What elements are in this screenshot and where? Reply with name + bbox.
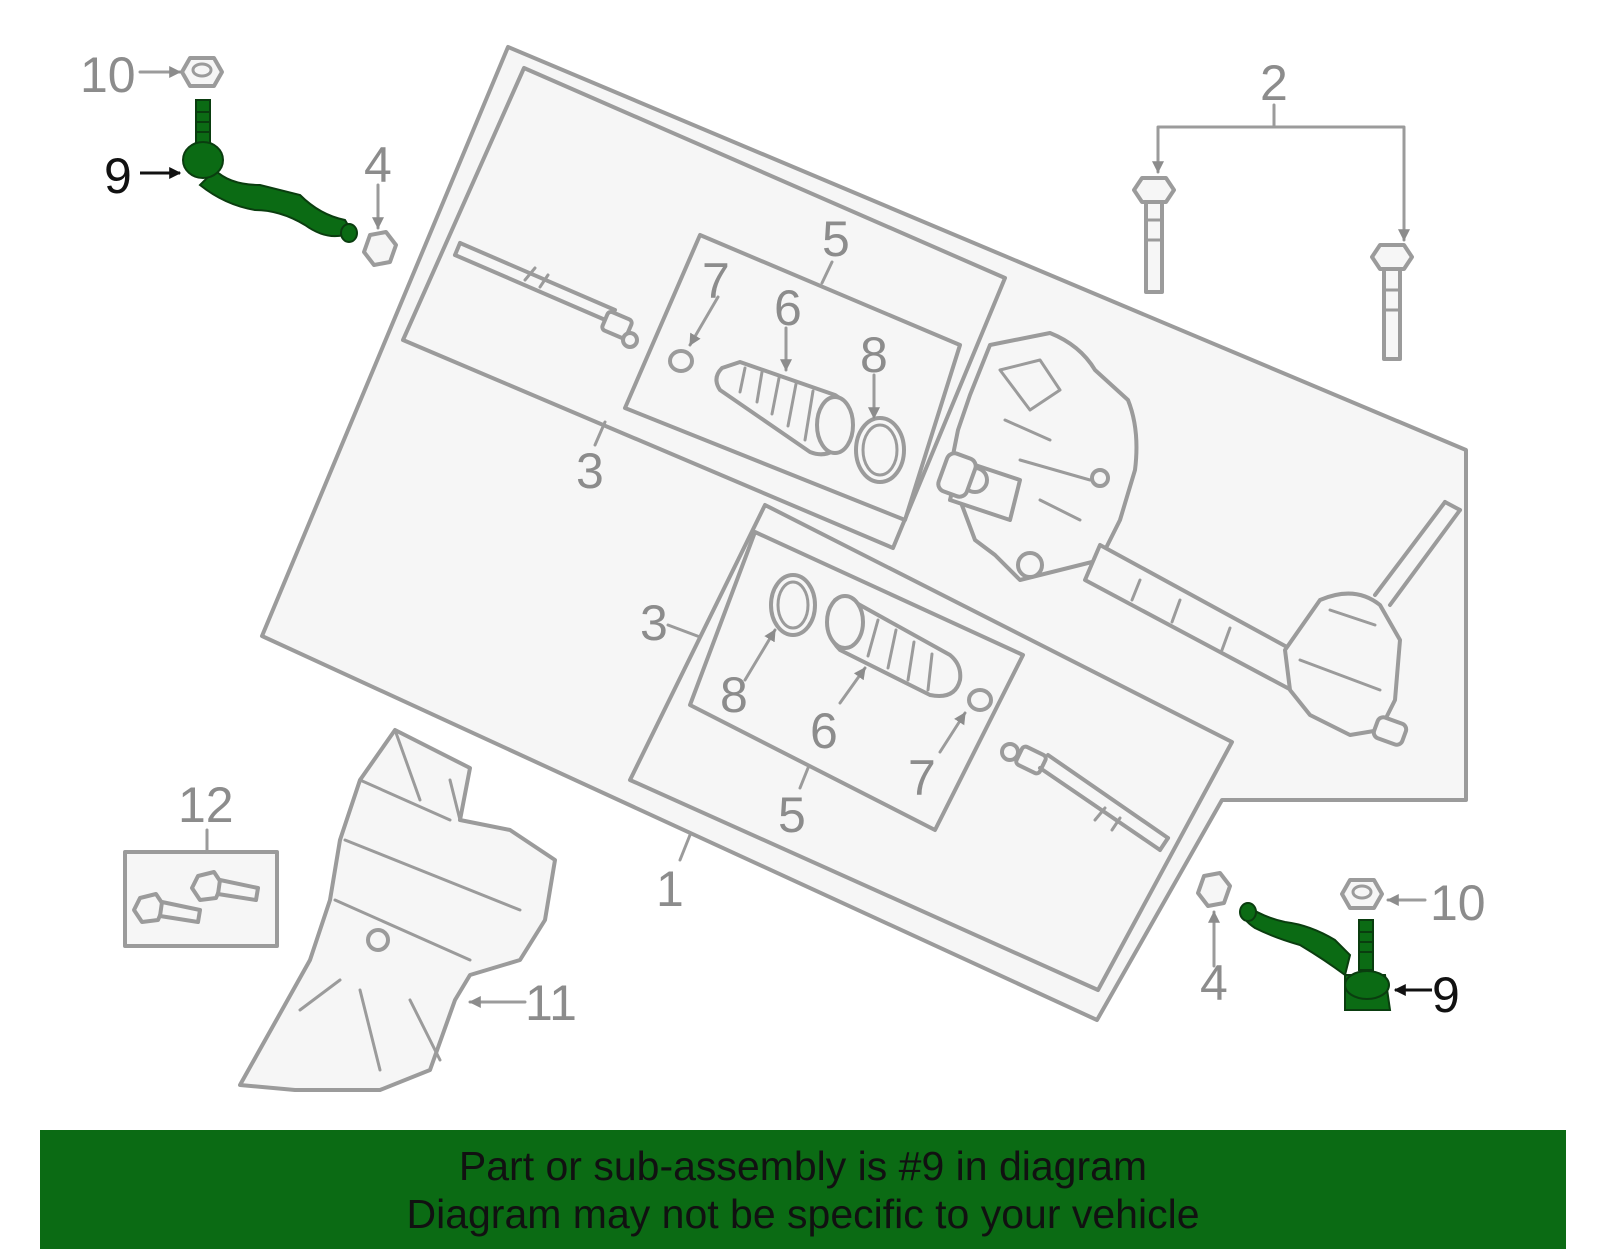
jam-nut-lower	[1196, 871, 1232, 908]
callout-1: 1	[656, 861, 684, 917]
callout-5-lower: 5	[778, 787, 806, 843]
callout-7-lower: 7	[908, 750, 936, 806]
callout-10-upper: 10	[80, 47, 136, 103]
bolt-kit-bolt-1	[190, 870, 260, 902]
bolt-kit-bolt-2	[132, 892, 202, 924]
boot-clamp-small-lower	[967, 688, 993, 712]
info-banner: Part or sub-assembly is #9 in diagram Di…	[40, 1130, 1566, 1249]
callout-3-upper: 3	[576, 443, 604, 499]
outer-tie-rod-end-upper	[182, 99, 358, 243]
banner-line-disclaimer: Diagram may not be specific to your vehi…	[406, 1190, 1200, 1237]
jam-nut-upper	[362, 230, 398, 267]
steering-gear-housing	[948, 331, 1139, 582]
banner-line-part: Part or sub-assembly is #9 in diagram	[458, 1142, 1148, 1189]
heat-shield	[238, 728, 557, 1092]
callout-12: 12	[178, 777, 234, 833]
callout-7-upper: 7	[702, 253, 730, 309]
callout-11: 11	[525, 975, 577, 1031]
boot-upper	[714, 360, 855, 457]
callout-9-lower: 9	[1432, 967, 1460, 1023]
mounting-bolt-right	[1370, 243, 1414, 361]
castle-nut-upper	[180, 56, 224, 88]
mounting-bolt-left	[1132, 176, 1176, 294]
callout-3-lower: 3	[640, 595, 668, 651]
callout-6-lower: 6	[810, 703, 838, 759]
boot-clamp-small-upper	[668, 349, 694, 373]
callout-8-upper: 8	[860, 327, 888, 383]
callout-5-upper: 5	[822, 211, 850, 267]
rack-left-end	[936, 451, 978, 499]
callout-10-lower: 10	[1430, 875, 1486, 931]
callout-9-upper: 9	[104, 148, 132, 204]
boot-clamp-large-lower	[769, 573, 817, 637]
steering-pinion-housing	[1283, 591, 1409, 747]
steering-rack-diagram: 10 9 4 2 5 7 6 8 3 3 8 6 7 5 1 12 11 4 1…	[80, 45, 1486, 1092]
boot-clamp-large-upper	[854, 416, 906, 484]
leader-lines	[138, 66, 1432, 1008]
castle-nut-lower	[1340, 878, 1384, 910]
inner-tie-rod-lower	[1000, 742, 1170, 852]
pinion-shaft	[1373, 500, 1462, 607]
callout-8-lower: 8	[720, 667, 748, 723]
inner-tie-rod-upper	[453, 241, 639, 349]
callout-6-upper: 6	[774, 280, 802, 336]
boot-lower	[825, 594, 963, 698]
callout-4-upper: 4	[364, 137, 392, 193]
callout-4-lower: 4	[1200, 955, 1228, 1011]
outer-tie-rod-end-lower	[1239, 902, 1392, 1011]
callout-2: 2	[1260, 55, 1288, 111]
